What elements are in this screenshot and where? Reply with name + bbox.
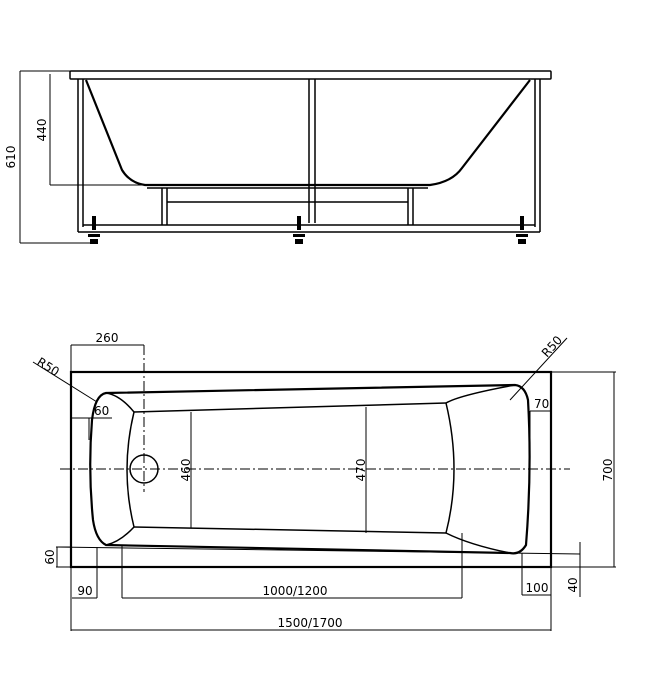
dim-rim-right: 100 <box>526 581 549 595</box>
dim-rim-bottom-right: 40 <box>566 577 580 592</box>
plan-view: 260 R50 60 460 470 R50 70 700 60 <box>32 331 616 631</box>
dim-rim-left: 90 <box>77 584 92 598</box>
dim-inner-offset-right: 70 <box>534 397 549 411</box>
dim-overall-width: 700 <box>601 459 615 482</box>
dim-width-left: 460 <box>179 459 193 482</box>
side-view: 610 440 <box>4 70 552 244</box>
tub-shell-profile <box>84 79 531 187</box>
dim-rim-bottom-left: 60 <box>43 549 57 564</box>
adjustable-foot-left <box>88 216 100 244</box>
dim-overall-length: 1500/1700 <box>277 616 342 630</box>
dim-bottom-length: 1000/1200 <box>262 584 327 598</box>
dim-inner-offset-left: 60 <box>94 404 109 418</box>
headrest-right <box>445 384 516 554</box>
dim-tub-depth: 440 <box>35 119 49 142</box>
dim-drain-offset: 260 <box>96 331 119 345</box>
tub-rim <box>69 70 552 80</box>
adjustable-foot-right <box>516 216 528 244</box>
adjustable-foot-center <box>293 216 305 244</box>
dim-corner-radius-left: R50 <box>34 355 61 379</box>
dim-corner-radius-right: R50 <box>539 333 565 360</box>
dim-total-height: 610 <box>4 146 18 169</box>
headrest-left <box>105 392 135 546</box>
dim-width-right: 470 <box>354 459 368 482</box>
